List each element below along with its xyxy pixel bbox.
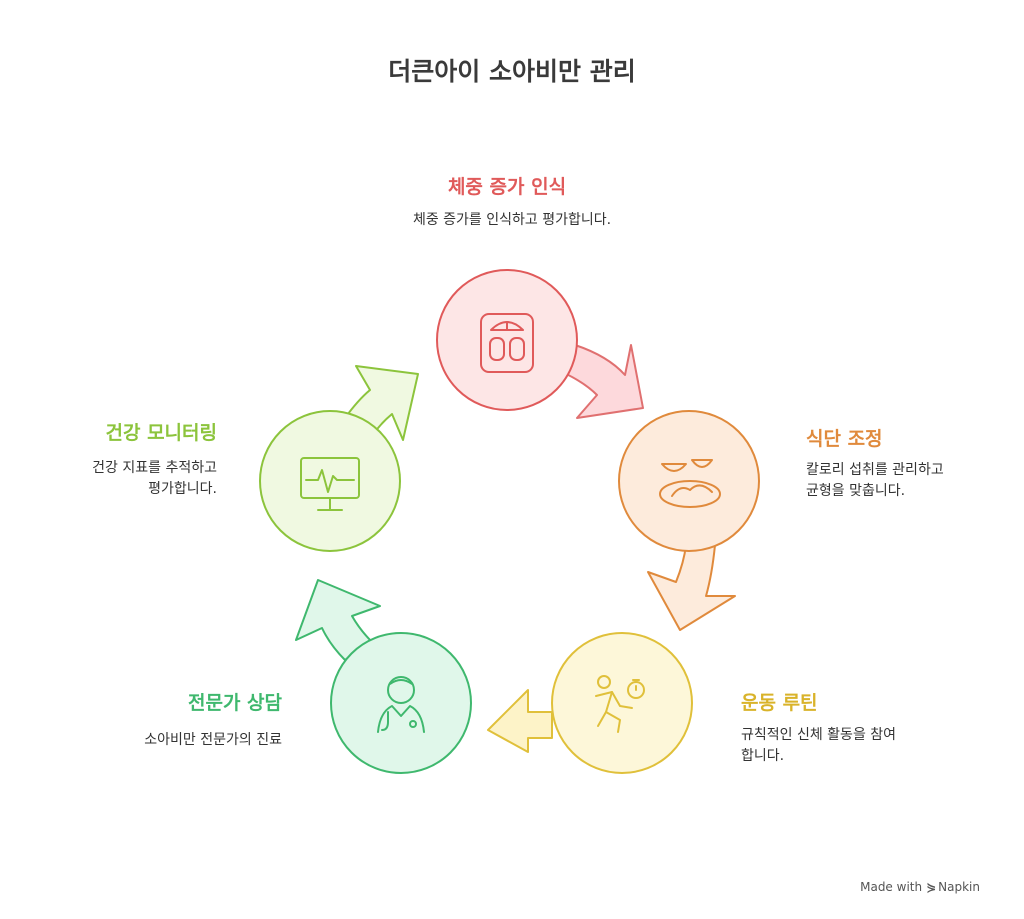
step1-circle — [436, 269, 578, 411]
arrow-step1-to-step2 — [561, 344, 644, 419]
step3-title: 운동 루틴 — [741, 692, 818, 714]
arrow-step4-to-step5 — [295, 579, 381, 661]
doctor-icon — [377, 676, 425, 733]
step3-circle — [551, 632, 693, 774]
step4-description-line: 소아비만 전문가의 진료 — [144, 732, 282, 748]
step5-title: 건강 모니터링 — [105, 422, 218, 444]
step3-description-line: 합니다. — [741, 748, 785, 764]
step3-description: 규칙적인 신체 활동을 참여 합니다. — [741, 725, 941, 767]
step1-description-line: 체중 증가를 인식하고 평가합니다. — [412, 212, 612, 228]
health-monitor-icon — [300, 457, 360, 511]
napkin-logo-icon: ⋟ — [926, 880, 937, 894]
step1-description: 체중 증가를 인식하고 평가합니다. — [330, 210, 694, 231]
diagram-title: 더큰아이 소아비만 관리 — [388, 57, 636, 86]
step5-description-line: 건강 지표를 추적하고 — [92, 460, 217, 476]
step5-circle — [259, 410, 401, 552]
step5-description: 건강 지표를 추적하고 평가합니다. — [40, 458, 217, 500]
scale-icon — [480, 313, 534, 373]
arrow-step2-to-step3 — [647, 544, 736, 631]
step1-title: 체중 증가 인식 — [447, 176, 567, 198]
food-bowls-icon — [659, 459, 721, 508]
watermark-brand: Napkin — [938, 880, 980, 894]
watermark-prefix: Made with — [860, 880, 923, 894]
step4-description: 소아비만 전문가의 진료 — [90, 730, 282, 751]
step2-description: 칼로리 섭취를 관리하고 균형을 맞춥니다. — [806, 460, 996, 502]
step2-description-line: 칼로리 섭취를 관리하고 — [806, 462, 944, 478]
arrow-step3-to-step4 — [487, 689, 553, 753]
step4-title: 전문가 상담 — [187, 692, 282, 714]
running-stopwatch-icon — [595, 675, 645, 733]
step3-description-line: 규칙적인 신체 활동을 참여 — [741, 727, 897, 743]
step2-description-line: 균형을 맞춥니다. — [806, 483, 906, 499]
watermark[interactable]: Made with⋟Napkin — [860, 880, 980, 894]
step2-title: 식단 조정 — [806, 428, 883, 450]
step5-description-line: 평가합니다. — [148, 481, 217, 497]
